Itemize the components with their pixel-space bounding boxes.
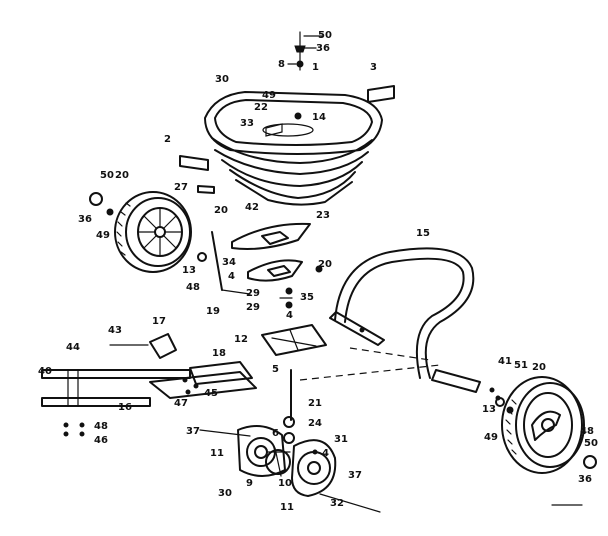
gearbox-cover-11-prime — [291, 439, 337, 497]
callout: 15 — [416, 228, 430, 239]
callout: 5 — [272, 364, 279, 375]
callout: 41 — [498, 356, 512, 367]
control-rod-19 — [211, 231, 223, 291]
callout: 36 — [78, 214, 92, 225]
callout: 50 — [100, 170, 114, 181]
callout: 46 — [94, 435, 108, 446]
callout: 31 — [334, 434, 348, 445]
spacer-31 — [283, 432, 295, 444]
nut-13-right — [495, 397, 505, 407]
label-27 — [197, 185, 215, 194]
callout: 47 — [174, 398, 188, 409]
callout: 30 — [218, 488, 232, 499]
top-knob-hardware — [287, 31, 323, 71]
callout: 20 — [532, 362, 546, 373]
callout: 49 — [484, 432, 498, 443]
callout: 51 — [514, 360, 528, 371]
axle-37 — [319, 493, 381, 513]
callout: 48 — [186, 282, 200, 293]
decal-3 — [367, 85, 395, 103]
callout: 50 — [318, 30, 332, 41]
callout: 27 — [174, 182, 188, 193]
decal-2 — [179, 155, 209, 171]
rate-plate — [247, 259, 303, 282]
callout: 40 — [38, 366, 52, 377]
gearbox-11 — [237, 425, 291, 477]
callout: 37 — [186, 426, 200, 437]
callout: 19 — [206, 306, 220, 317]
callout: 44 — [66, 342, 80, 353]
callout: 20 — [115, 170, 129, 181]
callout: 48 — [580, 426, 594, 437]
callout: 20 — [318, 259, 332, 270]
callout: 11 — [210, 448, 224, 459]
callout: 33 — [240, 118, 254, 129]
right-wheel — [501, 376, 585, 474]
callout: 8 — [278, 59, 285, 70]
callout: 11 — [280, 502, 294, 513]
callout: 34 — [222, 257, 236, 268]
callout: 13 — [182, 265, 196, 276]
callout: 22 — [254, 102, 268, 113]
callout: 36 — [578, 474, 592, 485]
callout: 13 — [482, 404, 496, 415]
callout: 42 — [245, 202, 259, 213]
washer-49-left — [106, 208, 114, 216]
callout: 16 — [118, 402, 132, 413]
impeller-12 — [261, 324, 327, 356]
nut-13-left — [197, 252, 207, 262]
left-wheel — [114, 191, 192, 273]
callout: 36 — [316, 43, 330, 54]
handle-15 — [329, 247, 475, 379]
callout: 29 — [246, 302, 260, 313]
callout: 4 — [228, 271, 235, 282]
callout: 37 — [348, 470, 362, 481]
callout: 32 — [330, 498, 344, 509]
callout: 9 — [246, 478, 253, 489]
callout: 10 — [278, 478, 292, 489]
axle-bracket-41 — [431, 369, 481, 393]
callout: 18 — [212, 348, 226, 359]
callout: 20 — [214, 205, 228, 216]
callout: 50 — [584, 438, 598, 449]
callout: 23 — [316, 210, 330, 221]
callout: 4 — [322, 448, 329, 459]
washer-49-right — [506, 406, 514, 414]
callout: 2 — [164, 134, 171, 145]
callout: 48 — [94, 421, 108, 432]
callout: 21 — [308, 398, 322, 409]
callout: 1 — [312, 62, 319, 73]
callout: 30 — [215, 74, 229, 85]
callout: 35 — [300, 292, 314, 303]
hubcap-36-right — [583, 455, 597, 469]
callout: 3 — [370, 62, 377, 73]
bushing-24 — [283, 416, 295, 428]
callout: 49 — [96, 230, 110, 241]
callout: 43 — [108, 325, 122, 336]
callout: 49 — [262, 90, 276, 101]
callout-labels: 50 36 8 1 3 30 49 22 33 14 2 27 50 20 36… — [38, 30, 598, 513]
callout: 14 — [312, 112, 326, 123]
callout: 17 — [152, 316, 166, 327]
callout: 4 — [286, 310, 293, 321]
hubcap-36-left — [89, 192, 103, 206]
callout: 45 — [204, 388, 218, 399]
callout: 12 — [234, 334, 248, 345]
callout: 24 — [308, 418, 322, 429]
shutoff-plate-23 — [231, 222, 311, 250]
frame-legs — [41, 333, 257, 437]
callout: 6 — [272, 428, 279, 439]
callout: 29 — [246, 288, 260, 299]
hopper — [204, 91, 383, 206]
